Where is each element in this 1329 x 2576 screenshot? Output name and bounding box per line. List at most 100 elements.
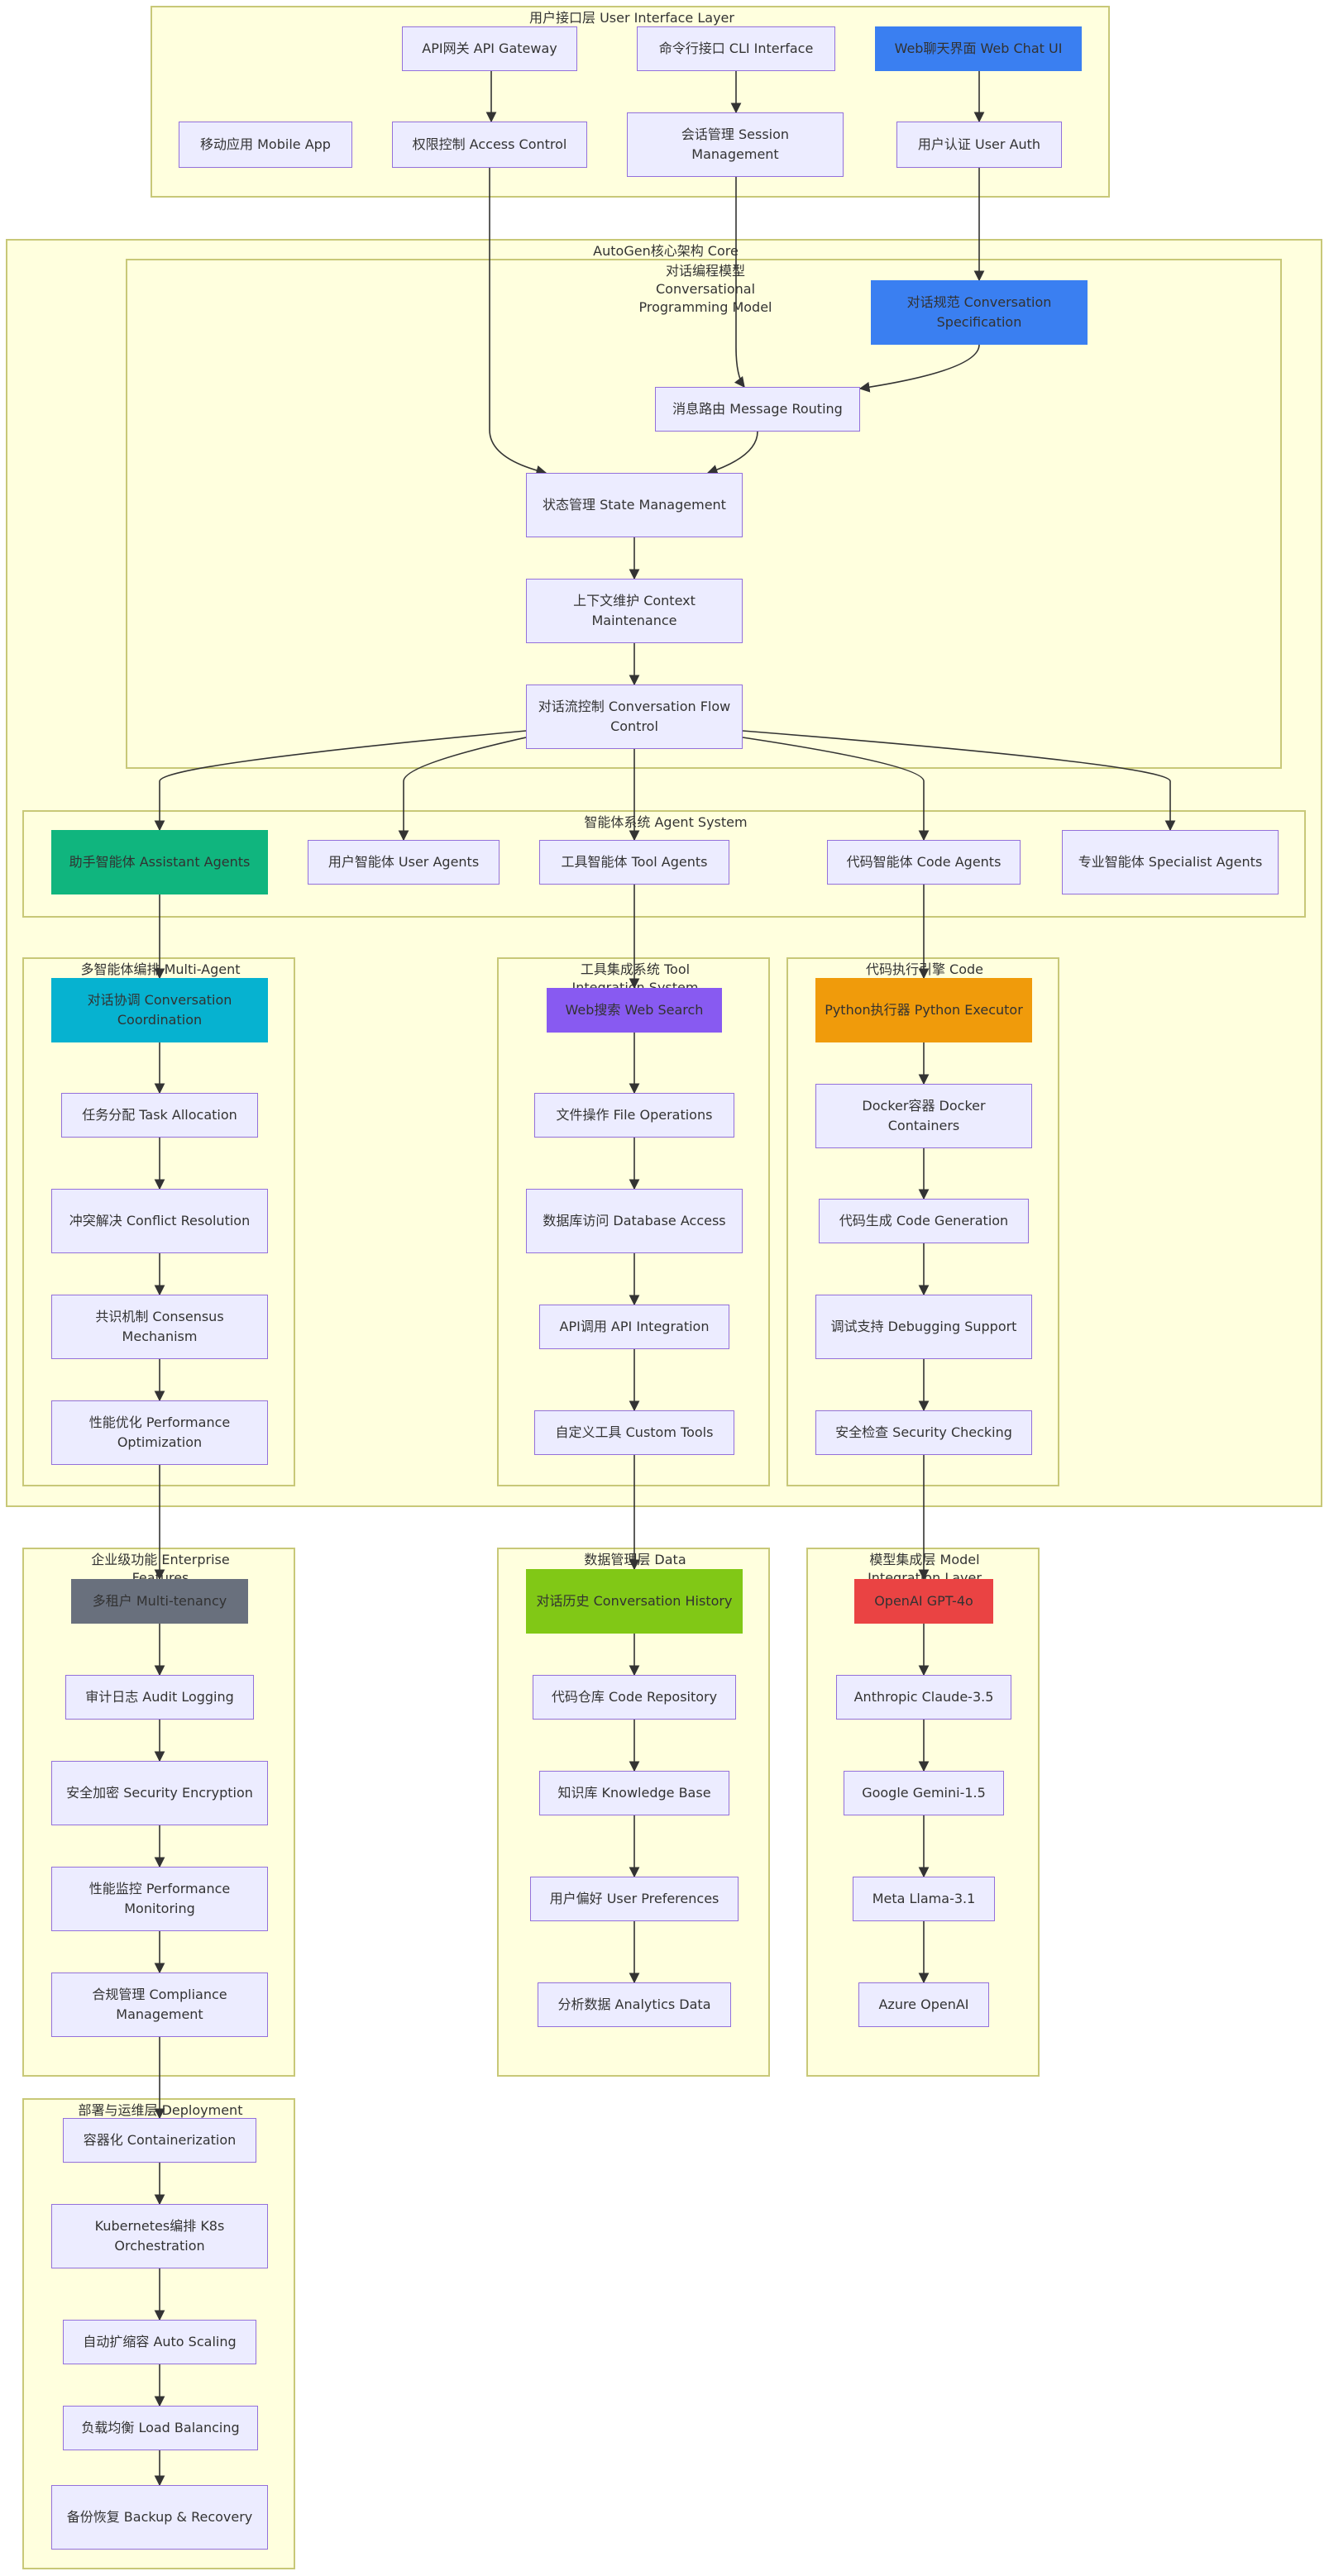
node-fileops: 文件操作 File Operations — [534, 1093, 734, 1138]
node-label: Azure OpenAI — [878, 1996, 969, 2012]
node-docker: Docker容器 Docker Containers — [815, 1084, 1032, 1148]
node-container: 容器化 Containerization — [63, 2118, 256, 2163]
node-label: 用户智能体 User Agents — [327, 854, 480, 870]
node-label: 负载均衡 Load Balancing — [81, 2420, 240, 2435]
node-label: 多租户 Multi-tenancy — [92, 1593, 227, 1609]
node-label: 任务分配 Task Allocation — [82, 1107, 237, 1123]
node-pyexec: Python执行器 Python Executor — [815, 978, 1032, 1042]
node-label: 知识库 Knowledge Base — [557, 1785, 711, 1801]
node-coord: 对话协调 Conversation Coordination — [51, 978, 268, 1042]
node-label: 代码智能体 Code Agents — [846, 854, 1002, 870]
node-azure: Azure OpenAI — [858, 1982, 989, 2027]
node-label: 用户认证 User Auth — [917, 136, 1041, 152]
node-gemini: Google Gemini-1.5 — [844, 1771, 1004, 1815]
node-label: Web搜索 Web Search — [565, 1002, 704, 1018]
cluster-label-core: AutoGen核心架构 Core — [593, 243, 739, 259]
node-encrypt: 安全加密 Security Encryption — [51, 1761, 268, 1825]
edge-7 — [706, 431, 758, 475]
node-label: 专业智能体 Specialist Agents — [1078, 854, 1263, 870]
edge-6 — [858, 344, 980, 393]
node-gpt4o: OpenAI GPT-4o — [854, 1579, 993, 1624]
node-llama: Meta Llama-3.1 — [853, 1877, 995, 1921]
cluster-label-ui: 用户接口层 User Interface Layer — [529, 10, 734, 26]
node-claude: Anthropic Claude-3.5 — [836, 1675, 1011, 1720]
node-label: Anthropic Claude-3.5 — [853, 1689, 994, 1705]
node-userauth: 用户认证 User Auth — [896, 122, 1062, 168]
node-perfmon: 性能监控 Performance Monitoring — [51, 1867, 268, 1931]
node-label: 上下文维护 Context Maintenance — [573, 593, 696, 628]
edge-13 — [742, 737, 930, 842]
node-label: Python执行器 Python Executor — [825, 1002, 1023, 1018]
node-label: 助手智能体 Assistant Agents — [69, 854, 251, 870]
edge-3 — [489, 168, 547, 476]
node-backup: 备份恢复 Backup & Recovery — [51, 2485, 268, 2550]
cluster-label-conv: 对话编程模型 Conversational Programming Model — [638, 263, 772, 315]
node-label: 对话流控制 Conversation Flow Control — [538, 699, 731, 734]
node-label: 分析数据 Analytics Data — [557, 1996, 711, 2012]
node-tenancy: 多租户 Multi-tenancy — [71, 1579, 248, 1624]
node-label: 性能优化 Performance Optimization — [88, 1414, 231, 1450]
node-label: 代码生成 Code Generation — [839, 1213, 1009, 1228]
node-label: 合规管理 Compliance Management — [92, 1987, 227, 2022]
node-task: 任务分配 Task Allocation — [61, 1093, 258, 1138]
node-label: 冲突解决 Conflict Resolution — [69, 1213, 251, 1228]
node-conflict: 冲突解决 Conflict Resolution — [51, 1189, 268, 1253]
node-consensus: 共识机制 Consensus Mechanism — [51, 1295, 268, 1359]
node-useragents: 用户智能体 User Agents — [308, 840, 500, 885]
edge-11 — [398, 737, 527, 842]
node-toolagents: 工具智能体 Tool Agents — [539, 840, 729, 885]
node-state: 状态管理 State Management — [526, 473, 743, 537]
node-k8s: Kubernetes编排 K8s Orchestration — [51, 2204, 268, 2268]
node-security: 安全检查 Security Checking — [815, 1410, 1032, 1455]
node-flow: 对话流控制 Conversation Flow Control — [526, 685, 743, 749]
edge-10 — [154, 730, 527, 832]
node-codeagents: 代码智能体 Code Agents — [827, 840, 1021, 885]
node-label: 容器化 Containerization — [83, 2132, 237, 2148]
node-debug: 调试支持 Debugging Support — [815, 1295, 1032, 1359]
node-apiint: API调用 API Integration — [539, 1305, 729, 1349]
node-codegen: 代码生成 Code Generation — [819, 1199, 1029, 1243]
node-label: 自动扩缩容 Auto Scaling — [83, 2334, 237, 2349]
node-label: 文件操作 File Operations — [556, 1107, 713, 1123]
node-analytics: 分析数据 Analytics Data — [538, 1982, 731, 2027]
node-label: Web聊天界面 Web Chat UI — [894, 41, 1063, 56]
node-label: 命令行接口 CLI Interface — [658, 41, 814, 56]
node-label: 代码仓库 Code Repository — [551, 1689, 718, 1705]
node-label: 安全加密 Security Encryption — [66, 1785, 253, 1801]
edge-4 — [734, 177, 745, 389]
node-compliance: 合规管理 Compliance Management — [51, 1973, 268, 2037]
node-label: Google Gemini-1.5 — [862, 1785, 986, 1801]
node-label: 工具智能体 Tool Agents — [561, 854, 708, 870]
node-label: 状态管理 State Management — [543, 497, 726, 513]
node-label: 对话历史 Conversation History — [536, 1593, 733, 1609]
node-label: 安全检查 Security Checking — [835, 1424, 1012, 1440]
cluster-label-deploy: 部署与运维层 Deployment — [78, 2102, 243, 2118]
node-label: 数据库访问 Database Access — [543, 1213, 726, 1228]
node-label: 共识机制 Consensus Mechanism — [95, 1309, 224, 1344]
node-mobile: 移动应用 Mobile App — [179, 122, 352, 168]
node-label: 用户偏好 User Preferences — [549, 1891, 719, 1906]
node-routing: 消息路由 Message Routing — [655, 387, 860, 432]
node-label: 对话协调 Conversation Coordination — [87, 992, 232, 1028]
node-label: Kubernetes编排 K8s Orchestration — [94, 2218, 225, 2254]
node-specialist: 专业智能体 Specialist Agents — [1062, 830, 1279, 894]
node-audit: 审计日志 Audit Logging — [65, 1675, 254, 1720]
node-autoscale: 自动扩缩容 Auto Scaling — [63, 2320, 256, 2364]
node-label: 性能监控 Performance Monitoring — [88, 1881, 231, 1916]
node-kb: 知识库 Knowledge Base — [539, 1771, 729, 1815]
node-access: 权限控制 Access Control — [392, 122, 587, 168]
node-label: 移动应用 Mobile App — [200, 136, 331, 152]
node-prefs: 用户偏好 User Preferences — [530, 1877, 739, 1921]
node-label: 自定义工具 Custom Tools — [555, 1424, 714, 1440]
node-lb: 负载均衡 Load Balancing — [63, 2406, 258, 2450]
node-cli: 命令行接口 CLI Interface — [637, 26, 835, 71]
node-api-gateway: API网关 API Gateway — [402, 26, 577, 71]
node-label: Meta Llama-3.1 — [872, 1891, 976, 1906]
node-history: 对话历史 Conversation History — [526, 1569, 743, 1634]
node-label: API调用 API Integration — [559, 1319, 710, 1334]
node-label: 调试支持 Debugging Support — [830, 1319, 1017, 1334]
node-perfopt: 性能优化 Performance Optimization — [51, 1400, 268, 1465]
